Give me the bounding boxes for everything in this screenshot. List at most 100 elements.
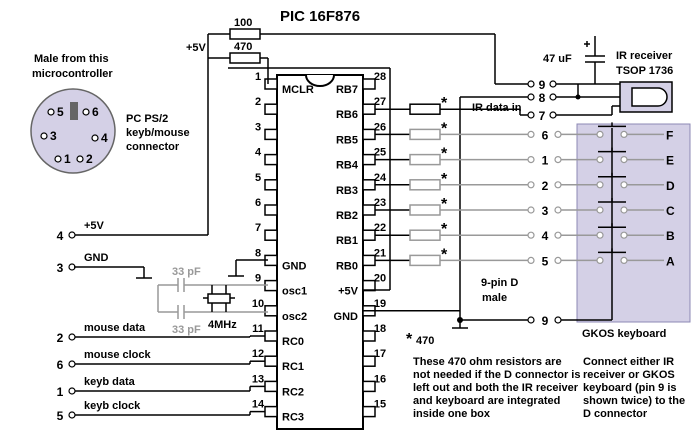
chip-pin-label: RB6 — [336, 109, 358, 121]
chip-pin-number: 24 — [374, 172, 387, 184]
ps2-label-line3: connector — [126, 141, 180, 153]
ir-data-label: IR data in — [472, 102, 522, 114]
chip-pin-number: 25 — [374, 147, 386, 159]
dsub-pin-number: 8 — [539, 91, 546, 105]
chip-pin-label: RB2 — [336, 210, 358, 222]
chip-pin-right — [362, 355, 376, 367]
ps2-pin-number: 3 — [50, 129, 57, 143]
dsub-pin — [554, 256, 562, 264]
chip-pin-label: GND — [334, 311, 359, 323]
chip-pins: 1MCLR2345678GND9osc110osc211RC012RC113RC… — [252, 71, 387, 424]
dsub-label-line1: 9-pin D — [481, 277, 518, 289]
left-connector-number: 1 — [57, 385, 64, 399]
dsub-pin — [527, 80, 535, 88]
left-connector-pin — [68, 387, 76, 395]
dsub-pin — [549, 111, 557, 119]
chip-pin-left — [264, 204, 278, 216]
chip-title: PIC 16F876 — [280, 8, 360, 25]
chip-pin-label: RB5 — [336, 134, 358, 146]
ps2-caption-line2: microcontroller — [32, 68, 113, 80]
chip-pin-left — [264, 405, 278, 418]
dsub-pin — [527, 93, 535, 101]
chip-pin-label: RC0 — [282, 336, 304, 348]
dsub-pin-number: 3 — [542, 204, 549, 218]
gkos-key-label: C — [666, 204, 675, 218]
gkos-key-label: A — [666, 254, 675, 268]
dsub-pin-number: 2 — [542, 179, 549, 193]
dsub-pin — [554, 181, 562, 189]
chip-pin-label: RB3 — [336, 185, 358, 197]
top-wiring — [74, 33, 531, 291]
resistor-rb — [409, 153, 441, 166]
chip-pin-left — [264, 380, 278, 393]
star-note-mark: * — [406, 331, 413, 348]
dsub-pin — [527, 316, 535, 324]
gkos-label: GKOS keyboard — [582, 328, 666, 340]
dsub-pin — [554, 130, 562, 138]
chip-pin-left — [264, 229, 278, 241]
chip-pin-number: 22 — [374, 222, 386, 234]
gkos-contact — [620, 231, 628, 239]
chip-pin-label: RC3 — [282, 412, 304, 424]
resistor-mark: * — [441, 120, 448, 137]
chip-pin-label: RB1 — [336, 235, 358, 247]
chip-pin-left — [264, 179, 278, 191]
dsub-pin-number: 1 — [542, 154, 549, 168]
ir-receiver-lens — [631, 87, 668, 107]
chip-pin-number: 1 — [255, 71, 261, 83]
gkos-key-label: E — [666, 154, 674, 168]
chip-pin-right — [362, 380, 376, 393]
gnd-wiring — [74, 259, 268, 279]
chip-pin-number: 7 — [255, 222, 261, 234]
resistor-note: These 470 ohm resistors are not needed i… — [413, 356, 581, 420]
dsub-pin-number: 4 — [542, 229, 549, 243]
ir-wiring — [556, 83, 620, 116]
chip-pin-label: osc2 — [282, 311, 307, 323]
resistor-mark: * — [441, 221, 448, 238]
resistor-rb — [409, 128, 441, 141]
cap-47uf-label: 47 uF — [543, 53, 572, 65]
resistor-100-label: 100 — [234, 17, 252, 29]
left-connector-pin — [68, 333, 76, 341]
dsub-pin-number: 7 — [539, 109, 546, 123]
ps2-pin-number: 5 — [57, 105, 64, 119]
gkos-contact — [620, 181, 628, 189]
resistor-rb — [409, 254, 441, 267]
junction-dot — [575, 94, 581, 100]
chip-pin-right — [362, 78, 376, 90]
dsub-pin — [554, 156, 562, 164]
chip-pin-number: 13 — [252, 373, 264, 385]
chip-pin-left — [264, 153, 278, 166]
chip-pin-number: 3 — [255, 121, 261, 133]
gkos-key-label: D — [666, 179, 675, 193]
gkos-contact — [596, 156, 604, 164]
star-note-value: 470 — [416, 335, 434, 347]
dsub-pin — [527, 130, 535, 138]
chip-pin-number: 14 — [252, 399, 265, 411]
chip-pin-left — [264, 330, 278, 342]
chip-pin-number: 20 — [374, 273, 386, 285]
gkos-contact — [620, 256, 628, 264]
ps2-pin-number: 2 — [86, 152, 93, 166]
dsub-pin — [527, 156, 535, 164]
gkos-contact — [596, 256, 604, 264]
resistor-rb — [409, 229, 441, 241]
ps2-pin-number: 4 — [101, 131, 108, 145]
left-connector-number: 3 — [57, 261, 64, 275]
dsub-pin — [527, 111, 535, 119]
chip-pin-label: RC2 — [282, 386, 304, 398]
left-connector-number: 2 — [57, 331, 64, 345]
chip-pin-number: 17 — [374, 348, 386, 360]
left-connector-label: keyb data — [84, 376, 136, 388]
resistor-mark: * — [441, 95, 448, 112]
resistor-470-label: 470 — [234, 41, 252, 53]
gkos-key-label: F — [666, 128, 673, 142]
chip-pin-label: MCLR — [282, 84, 314, 96]
crystal-cap2-label: 33 pF — [172, 324, 201, 336]
crystal-freq-label: 4MHz — [208, 319, 237, 331]
crystal — [203, 285, 235, 312]
chip-pin-number: 9 — [255, 273, 261, 285]
